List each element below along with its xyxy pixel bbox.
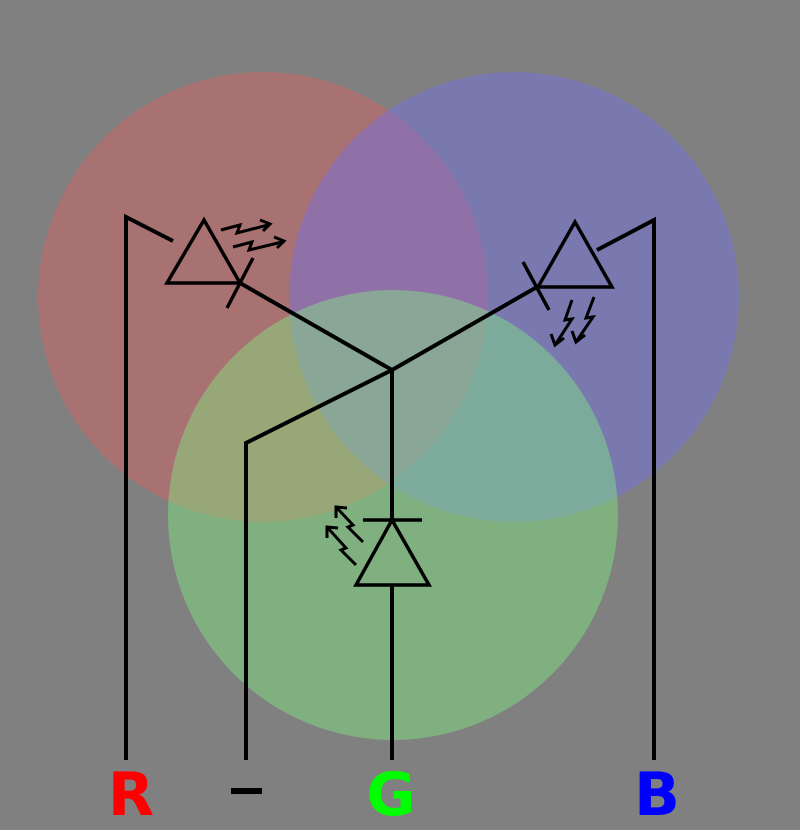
red-led-triangle-icon: [163, 216, 244, 285]
wire-minus: [244, 368, 393, 760]
pin-label-minus: [231, 788, 262, 794]
wire-r: [124, 213, 174, 760]
pin-label-r: R: [108, 760, 154, 830]
blue-led-triangle-icon: [534, 218, 616, 289]
wire-red-cathode: [239, 281, 393, 372]
green-led-triangle-icon: [353, 516, 433, 587]
blue-led-bar: [521, 261, 551, 311]
blue-led: [521, 218, 616, 348]
pin-label-g: G: [366, 760, 415, 830]
red-led-bar: [225, 257, 255, 309]
color-circles: [38, 72, 739, 740]
red-led: [163, 216, 287, 309]
pin-labels: R G B: [108, 760, 680, 830]
wire-blue-cathode: [391, 285, 538, 372]
wire-b: [596, 216, 656, 760]
pin-label-b: B: [634, 760, 680, 830]
red-led-light-arrows-icon: [220, 218, 287, 253]
green-led: [325, 505, 433, 587]
blue-circle: [289, 72, 739, 522]
wires: [124, 213, 656, 760]
green-led-light-arrows-icon: [325, 505, 365, 567]
blue-led-light-arrows-icon: [549, 296, 597, 348]
